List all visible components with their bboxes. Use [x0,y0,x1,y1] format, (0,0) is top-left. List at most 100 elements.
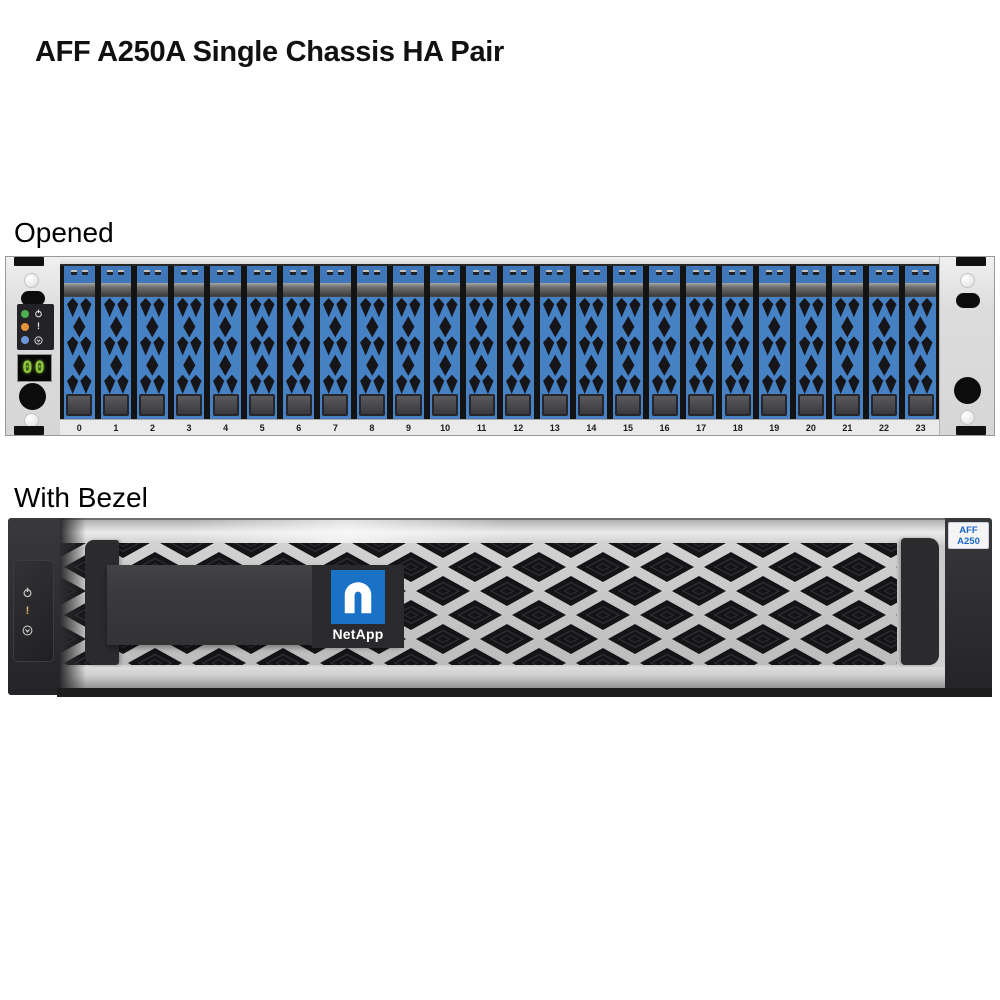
drive-vent-pattern [759,297,790,394]
drive-handle-band [429,283,461,297]
drive-led-icon [180,270,187,275]
drive-bay [356,266,388,419]
attention-icon: ! [25,604,30,617]
drive-latch [247,394,278,419]
drive-bay [283,266,315,419]
drive-latch [759,394,790,419]
drive-number-label: 12 [513,422,524,433]
drive-led-icon [802,270,809,275]
drive-led-icon [692,270,699,275]
drive-led-icon [410,270,417,275]
drive-top-cap [576,266,607,283]
drive-top-cap [758,266,790,283]
model-badge-line2: A250 [957,536,980,548]
drive-handle-band [246,283,278,297]
mount-tab-icon [956,426,986,435]
bezel-bottom-band [57,667,945,692]
drive-bay [502,266,534,419]
drive-top-cap [393,266,424,283]
drive-latch-button [285,394,312,416]
drive-led-icon [484,270,491,275]
drive-vent-pattern [576,297,607,394]
drive-bay [210,266,241,419]
drive-led-icon [363,270,370,275]
drive-number-label: 18 [732,422,743,433]
drive-latch-button [834,394,861,416]
drive-latch-button [358,394,385,416]
drive-vent-pattern [722,297,753,394]
drive-top-cap [905,266,936,283]
drive-led-icon [765,270,772,275]
drive-bay [576,266,607,419]
drive-latch [832,394,863,419]
drive-bay [612,266,644,419]
drive-bay [429,266,461,419]
drive-handle-band [64,283,95,297]
power-icon [23,587,32,597]
drive-led-icon [473,270,480,275]
drive-bay [100,266,132,419]
drive-bay [758,266,790,419]
drive-latch [283,394,314,419]
drive-top-cap [64,266,95,283]
attention-led [21,322,29,331]
drive-bay [905,266,936,419]
drive-latch [210,394,241,419]
drive-latch [357,394,388,419]
drive-led-icon [619,270,626,275]
drive-number-label: 14 [586,422,597,433]
drive-led-icon [290,270,297,275]
drive-latch [320,394,351,419]
thumbscrew-slot-icon [956,293,980,308]
drive-vent-pattern [64,297,95,394]
drive-bay [685,266,717,419]
drive-handle-band [210,283,241,297]
netapp-brand-text: NetApp [332,626,384,642]
drive-top-cap [356,266,388,283]
drive-led-icon [337,270,344,275]
drive-vent-pattern [905,297,936,394]
drive-handle-band [832,283,863,297]
drive-led-icon [399,270,406,275]
drive-bay [832,266,863,419]
drive-latch-button [688,394,715,416]
drive-latch-button [432,394,459,416]
bezel-left-shading [60,518,86,690]
page-title: AFF A250A Single Chassis HA Pair [35,36,505,68]
drive-vent-pattern [832,297,863,394]
power-led [21,309,29,318]
drive-led-icon [436,270,443,275]
drive-handle-band [393,283,424,297]
drive-number-label: 8 [369,422,375,433]
location-led-row [21,335,50,345]
drive-number-label: 11 [476,422,487,433]
drive-handle-band [612,283,644,297]
drive-led-icon [143,270,150,275]
mount-tab-icon [14,257,44,266]
drive-handle-band [539,283,571,297]
drive-led-icon [582,270,589,275]
drive-latch [430,394,461,419]
drive-bays [60,266,940,419]
drive-latch-button [578,394,605,416]
drive-latch [466,394,497,419]
drive-top-cap [722,266,753,283]
drive-latch-button [322,394,349,416]
drive-led-icon [849,270,856,275]
drive-led-icon [264,270,271,275]
drive-number-label: 22 [879,422,890,433]
drive-led-icon [301,270,308,275]
screw-hole-icon [24,273,39,288]
drive-top-cap [466,266,497,283]
bezel-left-endcap: ! [8,518,60,695]
drive-led-icon [228,270,235,275]
drive-top-cap [246,266,278,283]
drive-led-icon [593,270,600,275]
drive-bay [539,266,571,419]
drive-handle-band [466,283,497,297]
drive-handle-band [502,283,534,297]
drive-latch-button [651,394,678,416]
bezel-right-endcap: AFF A250 [945,518,992,695]
drive-latch-button [761,394,788,416]
